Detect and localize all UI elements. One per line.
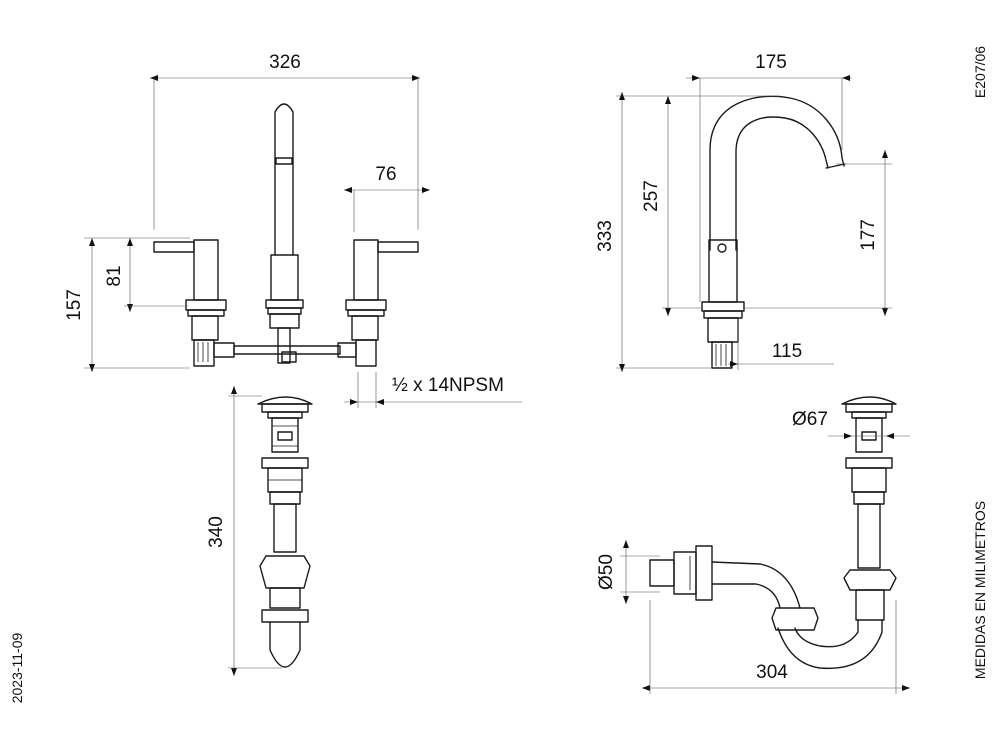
drawing-code: E207/06	[972, 46, 988, 98]
dim-drain-length: 340	[206, 516, 227, 548]
trap-assembly	[649, 396, 897, 670]
dim-outlet-height: 177	[858, 219, 879, 251]
trap-dimension-lines	[620, 433, 910, 694]
dim-trap-diameter: Ø50	[596, 554, 617, 590]
side-dimension-lines	[616, 75, 892, 372]
dim-total-height: 157	[64, 289, 85, 321]
dim-faucet-width: 326	[269, 52, 301, 73]
faucet-side-view	[701, 95, 846, 369]
drain-dimension-lines	[228, 386, 282, 676]
drain-assembly	[257, 396, 313, 668]
front-dimension-lines	[84, 75, 522, 408]
dim-drain-diameter: Ø67	[792, 409, 828, 430]
dim-base-reach: 115	[772, 341, 802, 362]
dim-spout-height: 257	[641, 180, 662, 212]
dim-side-height: 333	[595, 220, 616, 252]
drawing-date: 2023-11-09	[9, 633, 25, 704]
dim-handle-height: 81	[104, 265, 125, 286]
dim-thread: ½ x 14NPSM	[392, 375, 504, 396]
dim-trap-length: 304	[756, 662, 788, 683]
units-note: MEDIDAS EN MILIMETROS	[972, 501, 988, 679]
faucet-front-view	[153, 103, 419, 367]
dim-handle-spacing: 76	[375, 164, 396, 185]
dim-spout-reach: 175	[755, 52, 787, 73]
